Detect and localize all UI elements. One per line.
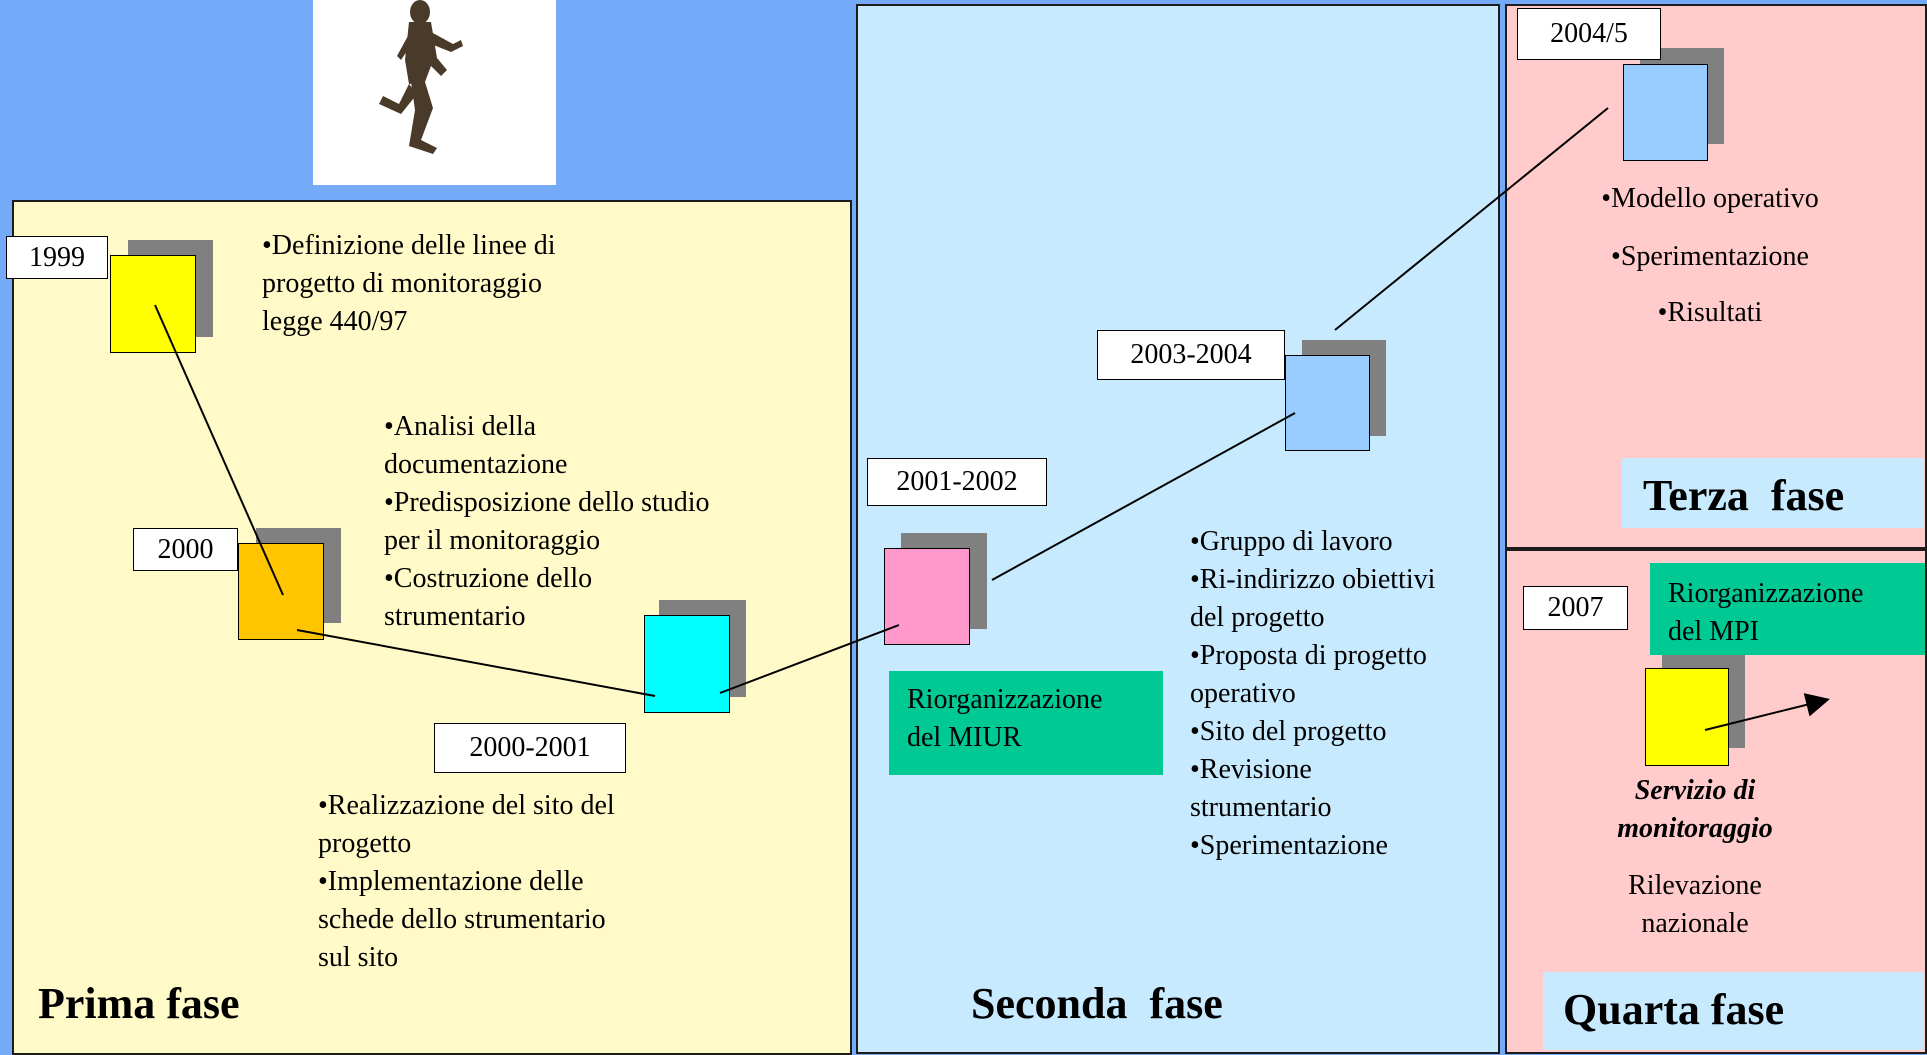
phase4-label: Quarta fase [1563,985,1785,1034]
notes-2000-2001: •Realizzazione del sito del progetto •Im… [318,790,615,973]
year-2007: 2007 [1523,586,1628,630]
phase2-label: Seconda fase [971,979,1223,1028]
square-1999 [110,255,196,353]
year-2000-2001: 2000-2001 [434,723,626,773]
running-person-icon [379,0,463,154]
phase3-label-box [1622,458,1924,528]
service-caption: Servizio di monitoraggio [1617,775,1773,844]
notes-2000: •Analisi della documentazione •Predispos… [384,411,710,632]
phase1-label: Prima fase [38,979,240,1028]
year-2001-2002: 2001-2002 [867,458,1047,506]
square-2000 [238,543,324,640]
square-2007 [1645,668,1729,766]
picture-box [313,0,556,185]
mpi-box: Riorganizzazione del MPI [1650,563,1925,655]
year-2004-5: 2004/5 [1517,8,1661,60]
phase4-label-box [1543,972,1923,1050]
notes-1999: •Definizione delle linee di progetto di … [262,230,556,337]
notes-phase3: •Modello operativo •Sperimentazione •Ris… [1601,183,1819,328]
year-2000: 2000 [133,528,238,571]
square-2003-2004 [1285,355,1370,451]
year-1999: 1999 [6,236,108,279]
square-2004-5 [1623,64,1708,161]
square-2001-2002 [884,548,970,645]
phase3-label: Terza fase [1643,471,1845,520]
miur-box: Riorganizzazione del MIUR [889,671,1163,775]
year-2003-2004: 2003-2004 [1097,330,1285,380]
notes-phase2: •Gruppo di lavoro •Ri-indirizzo obiettiv… [1190,526,1436,861]
survey-caption: Rilevazione nazionale [1628,870,1762,939]
